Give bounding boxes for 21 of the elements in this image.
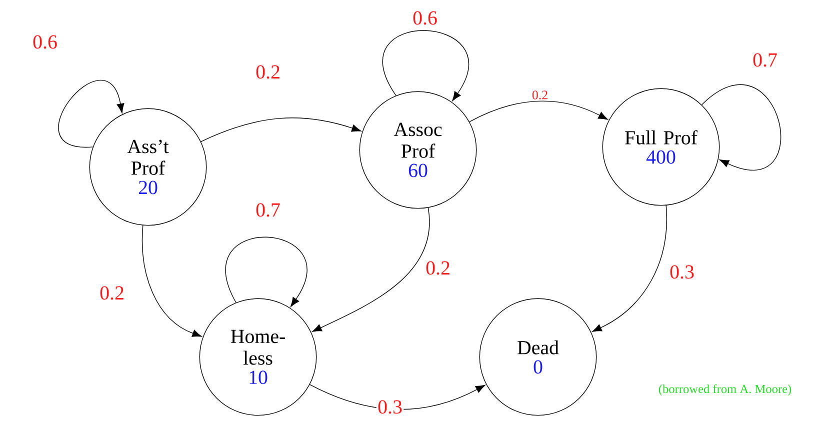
arrow bbox=[382, 30, 469, 102]
edge-label: 0.6 bbox=[411, 10, 439, 26]
edge-label: 0.2 bbox=[98, 285, 126, 301]
edge-label: 0.7 bbox=[751, 52, 779, 68]
arrow bbox=[701, 84, 782, 170]
credit-note: (borrowed from A. Moore) bbox=[658, 384, 792, 396]
arrow bbox=[226, 236, 308, 307]
edge-label: 0.2 bbox=[254, 64, 282, 80]
arrow bbox=[312, 207, 430, 332]
edge-label: 0.2 bbox=[424, 260, 452, 276]
edge-label: 0.2 bbox=[530, 89, 550, 101]
arrow bbox=[58, 80, 124, 148]
edge-label: 0.6 bbox=[31, 34, 59, 50]
arrow bbox=[469, 100, 608, 122]
edge-label: 0.3 bbox=[376, 399, 404, 415]
edge-label: 0.3 bbox=[668, 264, 696, 280]
arrow bbox=[200, 118, 362, 142]
edge-label: 0.7 bbox=[254, 202, 282, 218]
arrow bbox=[592, 205, 668, 332]
arrow bbox=[309, 384, 486, 410]
arrow bbox=[142, 225, 202, 337]
